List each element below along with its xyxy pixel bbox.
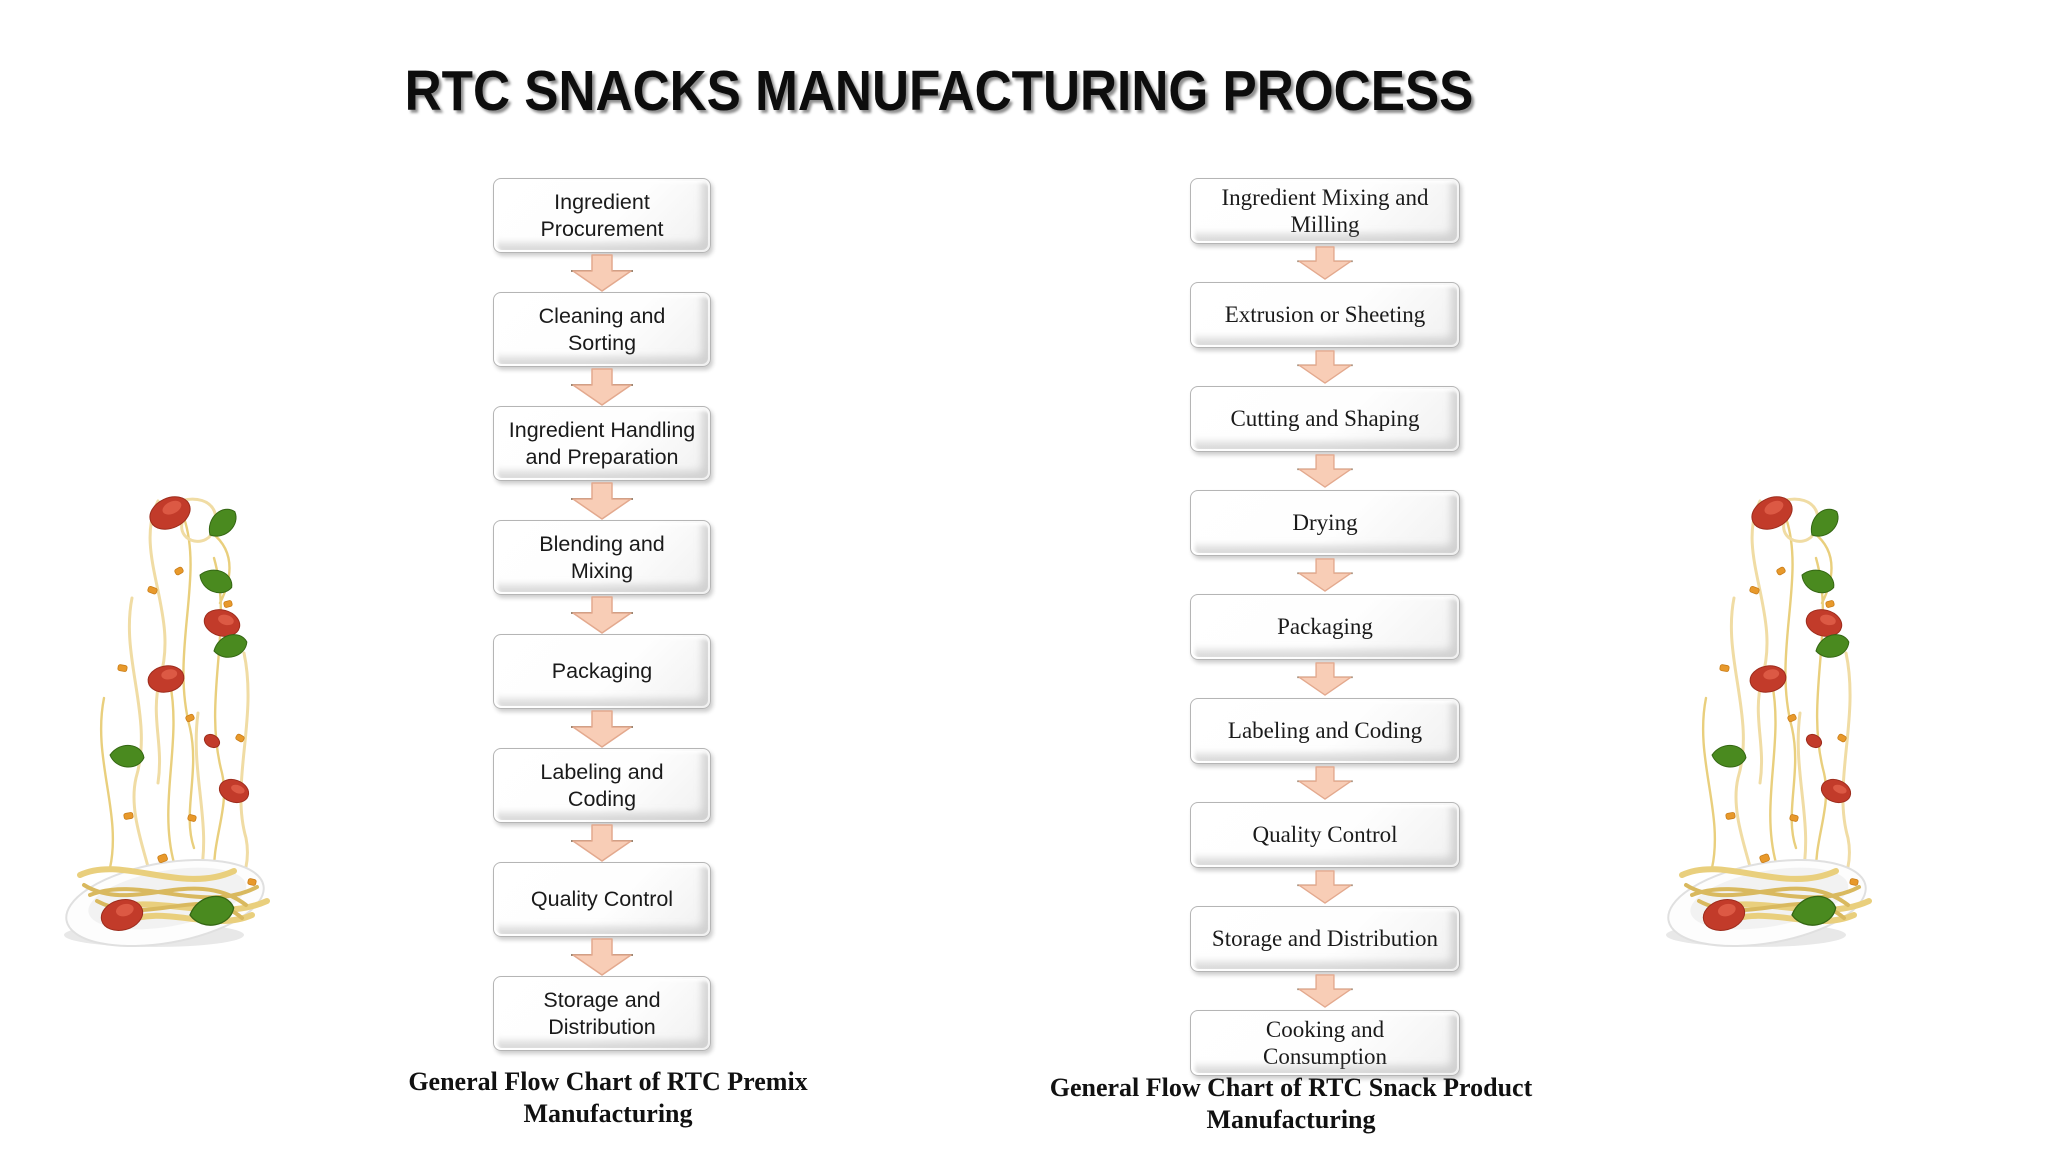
flow-step-box: Drying <box>1190 490 1460 556</box>
flow-step-box: Extrusion or Sheeting <box>1190 282 1460 348</box>
caption-line: Manufacturing <box>1206 1104 1376 1134</box>
flow-step-box: Blending and Mixing <box>493 520 711 595</box>
flow-step-box: Cutting and Shaping <box>1190 386 1460 452</box>
noodle-splash-image-right <box>1664 483 1899 953</box>
flow-step-box: Storage and Distribution <box>1190 906 1460 972</box>
flow-arrow-down-icon <box>1190 348 1460 386</box>
flow-step-box: Storage and Distribution <box>493 976 711 1051</box>
flow-step-box: Ingredient Mixing and Milling <box>1190 178 1460 244</box>
flow-arrow-down-icon <box>1190 868 1460 906</box>
noodle-splash-image-left <box>62 483 297 953</box>
flow-step-box: Packaging <box>1190 594 1460 660</box>
flow-arrow-down-icon <box>1190 660 1460 698</box>
flow-arrow-down-icon <box>1190 972 1460 1010</box>
flow-step-box: Ingredient Procurement <box>493 178 711 253</box>
caption-line: General Flow Chart of RTC Snack Product <box>1049 1073 1533 1102</box>
flow-arrow-down-icon <box>1190 452 1460 490</box>
flow-arrow-down-icon <box>1190 244 1460 282</box>
page-title: RTC SNACKS MANUFACTURING PROCESS <box>404 59 1474 123</box>
flow-arrow-down-icon <box>493 709 711 748</box>
flowchart-premix: Ingredient Procurement Cleaning and Sort… <box>493 178 711 1051</box>
flow-step-box: Labeling and Coding <box>493 748 711 823</box>
flow-step-box: Quality Control <box>1190 802 1460 868</box>
flow-arrow-down-icon <box>493 253 711 292</box>
flow-step-box: Quality Control <box>493 862 711 937</box>
flow-step-box: Packaging <box>493 634 711 709</box>
flow-arrow-down-icon <box>493 481 711 520</box>
flow-step-box: Cleaning and Sorting <box>493 292 711 367</box>
caption-line: Manufacturing <box>523 1098 693 1128</box>
caption-line: General Flow Chart of RTC Premix <box>408 1067 808 1096</box>
flow-arrow-down-icon <box>1190 556 1460 594</box>
flowchart-snack-product: Ingredient Mixing and Milling Extrusion … <box>1190 178 1460 1076</box>
flowchart-caption-premix: General Flow Chart of RTC Premix Manufac… <box>358 1066 858 1129</box>
flow-arrow-down-icon <box>493 367 711 406</box>
flow-arrow-down-icon <box>1190 764 1460 802</box>
flow-step-box: Ingredient Handling and Preparation <box>493 406 711 481</box>
flowchart-caption-snack: General Flow Chart of RTC Snack Product … <box>1041 1072 1541 1135</box>
flow-step-box: Labeling and Coding <box>1190 698 1460 764</box>
flow-arrow-down-icon <box>493 823 711 862</box>
flow-arrow-down-icon <box>493 595 711 634</box>
flow-arrow-down-icon <box>493 937 711 976</box>
flow-step-box: Cooking and Consumption <box>1190 1010 1460 1076</box>
